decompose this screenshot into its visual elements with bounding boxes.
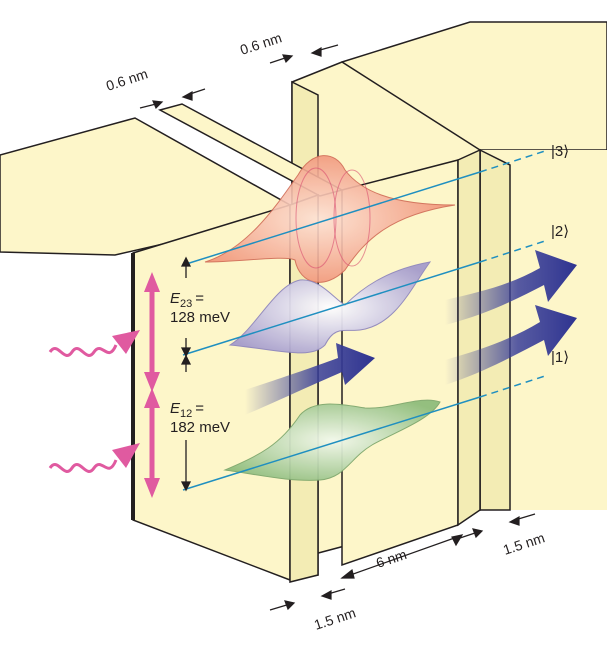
level-1-solid — [182, 396, 481, 491]
level-2-solid — [182, 261, 481, 356]
label-barrier-left-width: 0.6 nm — [104, 65, 150, 93]
label-barrier-right-width: 0.6 nm — [238, 29, 284, 57]
energy-markers — [180, 256, 192, 492]
slab-far-right-face — [479, 148, 511, 511]
label-state-2: |2⟩ — [551, 223, 569, 240]
energy-levels — [182, 149, 549, 491]
transition-arrow-e23-up — [144, 272, 160, 292]
level-3-solid — [182, 171, 481, 266]
label-e12: E12= — [170, 400, 204, 420]
dimension-lines — [139, 44, 536, 611]
photons — [48, 272, 160, 498]
photon-upper-head — [112, 330, 140, 354]
photon-lower-head — [112, 443, 140, 468]
center-well-side — [457, 148, 481, 527]
flow-arrow-right-upper — [445, 250, 577, 325]
flow-arrow-right-lower — [445, 305, 577, 385]
flow-arrow-center — [245, 343, 375, 415]
label-state-1: |1⟩ — [551, 349, 569, 366]
wavefunction-state-2 — [228, 261, 432, 354]
wavefunction-3-ring-a — [295, 167, 337, 269]
photon-lower — [48, 459, 118, 473]
label-well-left-width: 1.5 nm — [312, 604, 358, 632]
label-well-right-width: 1.5 nm — [501, 529, 547, 557]
label-state-3: |3⟩ — [551, 143, 569, 160]
label-e23: E23= — [170, 290, 204, 310]
transition-arrow-e12-down — [144, 478, 160, 498]
transition-arrow-e12-up — [144, 388, 160, 408]
photon-upper — [48, 344, 118, 357]
electron-flow-arrows — [245, 250, 577, 415]
value-e23: 128 meV — [170, 309, 230, 326]
transition-arrow-e23-down — [144, 372, 160, 392]
value-e12: 182 meV — [170, 419, 230, 436]
